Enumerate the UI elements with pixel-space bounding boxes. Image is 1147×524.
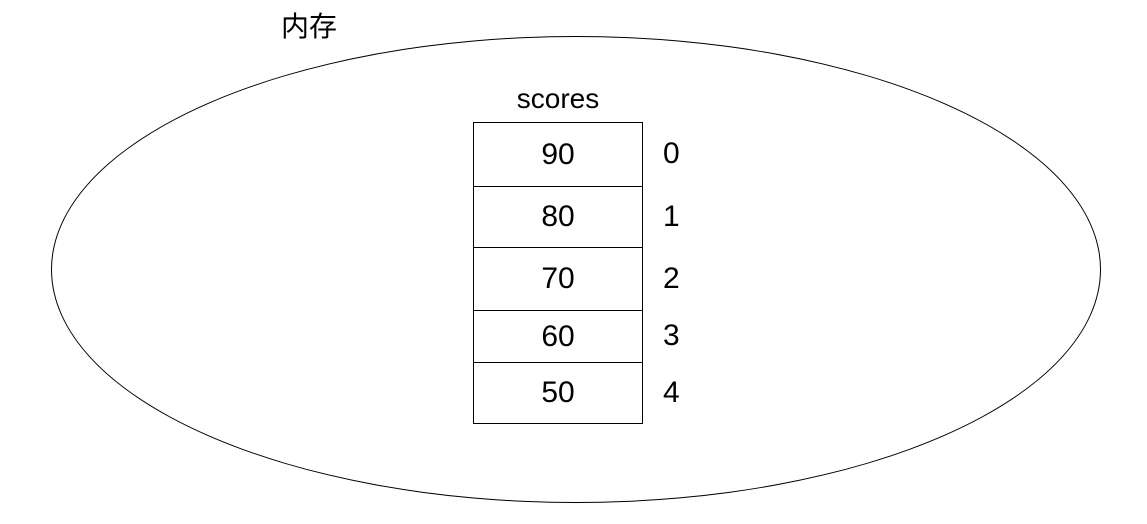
array-cell-value: 90 [541,137,575,171]
array-index-label: 3 [663,319,680,352]
array-index-label: 2 [663,261,680,295]
index-column: 0 1 2 3 4 [663,122,699,424]
array-cell: 50 [474,363,642,423]
array-cell-value: 70 [541,262,575,295]
array-box: 90 80 70 60 50 [473,122,643,424]
array-cell-value: 60 [541,319,575,353]
array-cell: 60 [474,311,642,363]
array-cell: 70 [474,248,642,311]
array-cell: 80 [474,187,642,248]
memory-label: 内存 [281,11,338,42]
memory-ellipse [51,36,1101,503]
array-index-label: 4 [663,376,680,409]
array-cell: 90 [474,123,642,187]
array-index-label: 0 [663,137,680,170]
array-index-label: 1 [663,199,680,233]
array-cell-value: 50 [541,376,575,409]
array-name-label: scores [516,83,600,114]
array-cell-value: 80 [541,200,575,233]
